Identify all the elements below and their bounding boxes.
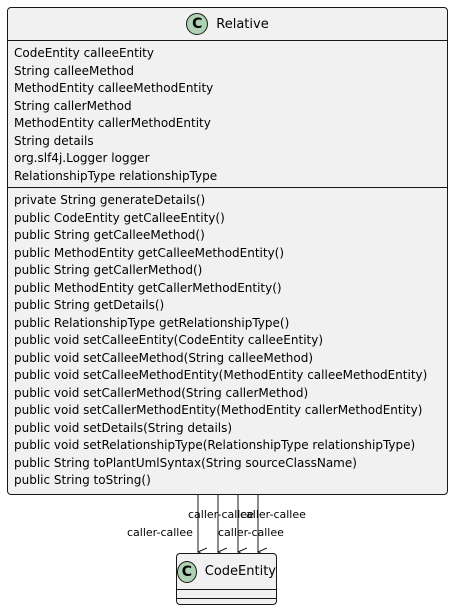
method-row: public MethodEntity getCallerMethodEntit… — [14, 280, 282, 295]
edge-label-1: caller-callee — [127, 526, 193, 539]
codeentity-class-box[interactable]: C CodeEntity — [176, 553, 277, 605]
method-row: public void setCalleeEntity(CodeEntity c… — [14, 333, 324, 347]
field-row: MethodEntity callerMethodEntity — [14, 116, 211, 130]
method-row: public void setDetails(String details) — [14, 420, 233, 435]
method-row: public String getCallerMethod() — [14, 263, 203, 277]
method-row: public void setCalleeMethod(String calle… — [14, 350, 314, 365]
field-row: RelationshipType relationshipType — [14, 168, 218, 183]
method-row: private String generateDetails() — [14, 193, 206, 207]
method-row: public void setRelationshipType(Relation… — [14, 438, 416, 452]
relative-class-header: C Relative — [8, 8, 447, 41]
codeentity-fields-compartment — [177, 590, 276, 599]
method-row: public RelationshipType getRelationshipT… — [14, 315, 290, 330]
field-row: org.slf4j.Logger logger — [14, 151, 150, 165]
method-row: public void setCalleeMethodEntity(Method… — [14, 368, 428, 382]
codeentity-class-name: CodeEntity — [204, 564, 276, 579]
edge-label-3: caller-callee — [218, 526, 284, 539]
field-row: String callerMethod — [14, 98, 132, 113]
codeentity-class-header: C CodeEntity — [177, 554, 276, 590]
codeentity-methods-compartment — [177, 599, 276, 607]
edge-label-2: caller-callee — [188, 508, 254, 521]
relative-methods-compartment: private String generateDetails() public C… — [8, 188, 447, 492]
method-row: public void setCallerMethodEntity(Method… — [14, 403, 423, 417]
class-stereotype-icon: C — [177, 560, 197, 583]
method-row: public String toString() — [14, 473, 151, 487]
method-row: public CodeEntity getCalleeEntity() — [14, 210, 225, 225]
method-row: public String getDetails() — [14, 298, 165, 312]
method-row: public void setCallerMethod(String calle… — [14, 385, 309, 400]
method-row: public String getCalleeMethod() — [14, 228, 205, 242]
field-row: String details — [14, 133, 94, 148]
relative-class-name: Relative — [216, 16, 269, 32]
method-row: public MethodEntity getCalleeMethodEntit… — [14, 245, 285, 260]
class-stereotype-icon: C — [186, 13, 209, 35]
method-row: public String toPlantUmlSyntax(String so… — [14, 455, 357, 470]
field-row: String calleeMethod — [14, 63, 135, 78]
field-row: CodeEntity calleeEntity — [14, 46, 154, 60]
field-row: MethodEntity calleeMethodEntity — [14, 81, 214, 95]
edge-label-4: caller-callee — [240, 508, 306, 521]
